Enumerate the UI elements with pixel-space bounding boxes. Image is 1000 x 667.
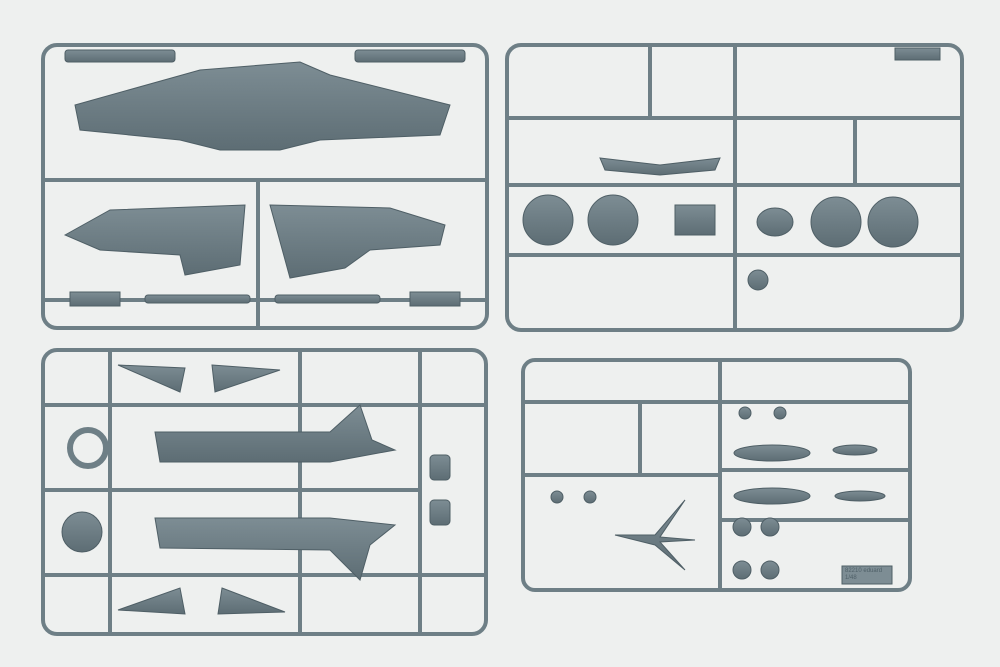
sprue-scale: 1/48: [845, 575, 857, 581]
wheel: [760, 517, 780, 537]
upper-wing-right: [269, 204, 446, 279]
propeller: [614, 499, 696, 571]
tailplane-part: [117, 587, 186, 615]
part: [832, 444, 878, 456]
wheel: [583, 490, 597, 504]
sprue-code: 82210 eduard: [845, 568, 883, 574]
part: [69, 291, 121, 307]
part: [674, 204, 716, 236]
sprue-tag-text: 82210 eduard 1/48: [845, 568, 882, 582]
wheel: [550, 490, 564, 504]
drop-tank: [733, 487, 811, 505]
drop-tank: [733, 444, 811, 462]
part: [894, 47, 941, 61]
part: [144, 294, 251, 304]
part: [409, 291, 461, 307]
fuselage-half: [154, 517, 397, 581]
tailplane-part: [217, 587, 286, 615]
lower-wing-part: [74, 61, 451, 151]
part: [834, 490, 886, 502]
fuselage-half: [154, 404, 397, 463]
cowling-part: [61, 511, 103, 553]
part: [747, 269, 769, 291]
engine-part: [587, 194, 639, 246]
wheel: [732, 517, 752, 537]
wheel: [738, 406, 752, 420]
part: [429, 499, 451, 526]
wheel: [760, 560, 780, 580]
engine-part: [522, 194, 574, 246]
upper-wing-left: [63, 204, 246, 276]
part: [64, 49, 176, 63]
part: [756, 207, 794, 237]
wheel: [732, 560, 752, 580]
cowling-part: [67, 427, 109, 469]
part: [274, 294, 381, 304]
part: [599, 157, 721, 176]
sprue-tag: [841, 565, 893, 585]
wheel: [773, 406, 787, 420]
tailplane-part: [211, 364, 281, 393]
part: [429, 454, 451, 481]
tailplane-part: [117, 364, 186, 393]
sprue-frame-a: [41, 43, 489, 330]
engine-part: [867, 196, 919, 248]
part: [354, 49, 466, 63]
engine-part: [810, 196, 862, 248]
